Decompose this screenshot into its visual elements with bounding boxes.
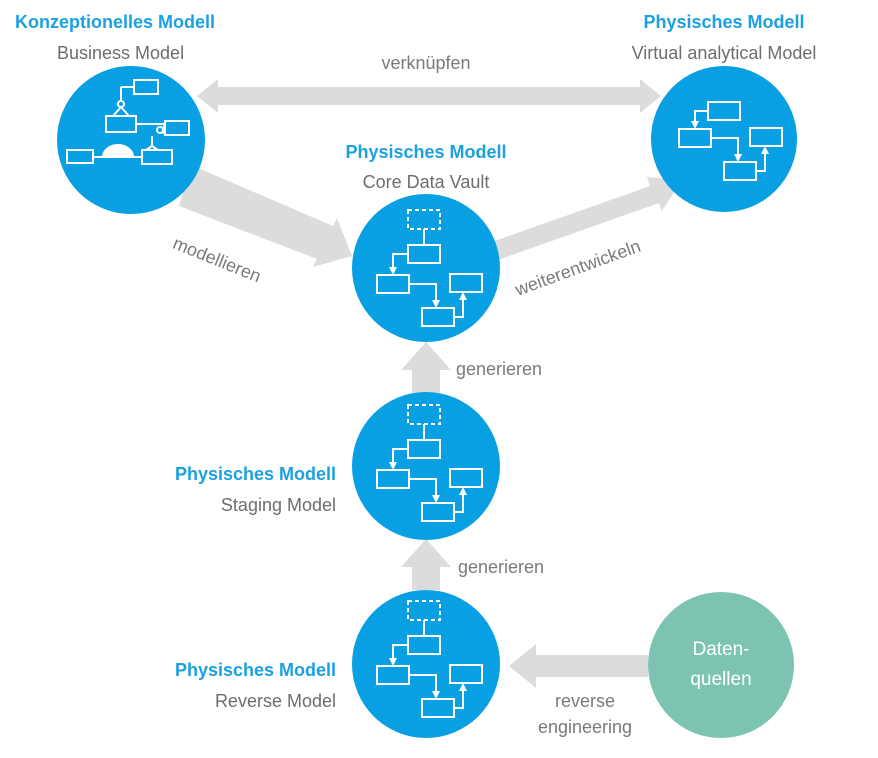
virtual-model-node[interactable] [651,66,797,212]
business-model-node[interactable] [57,66,205,214]
core-model-title: Physisches Modell [345,142,507,162]
label-verknuepfen: verknüpfen [381,53,471,73]
data-sources-node[interactable] [648,592,794,738]
data-sources-line1: Daten- [692,639,750,660]
entity-relationship-icon [66,79,190,165]
arrow-generieren-core [401,342,451,393]
arrow-weiterentwickeln [489,177,682,261]
reverse-model-node[interactable] [352,590,500,738]
business-model-title: Konzeptionelles Modell [15,12,216,32]
virtual-model-title: Physisches Modell [643,12,805,32]
staging-model-node[interactable] [352,392,500,540]
label-generieren-staging: generieren [458,557,545,577]
arrow-modellieren [179,168,352,267]
arrow-verknuepfen [197,79,661,113]
staging-model-subtitle: Staging Model [220,495,336,515]
data-sources-label: Daten- quellen [690,635,751,695]
business-model-subtitle: Business Model [57,43,185,63]
data-sources-line2: quellen [690,669,752,690]
label-reverse-engineering: reverse engineering [538,688,632,740]
core-model-subtitle: Core Data Vault [362,172,490,192]
staging-model-title: Physisches Modell [174,464,336,484]
arrow-reverse-engineering [509,644,648,688]
label-generieren-core: generieren [456,359,543,379]
arrow-generieren-staging [401,539,451,590]
label-reverse-line1: reverse [554,691,616,711]
reverse-model-subtitle: Reverse Model [214,691,336,711]
reverse-model-title: Physisches Modell [174,660,336,680]
label-reverse-line2: engineering [537,717,633,737]
virtual-model-subtitle: Virtual analytical Model [631,43,817,63]
core-data-vault-node[interactable] [352,194,500,342]
